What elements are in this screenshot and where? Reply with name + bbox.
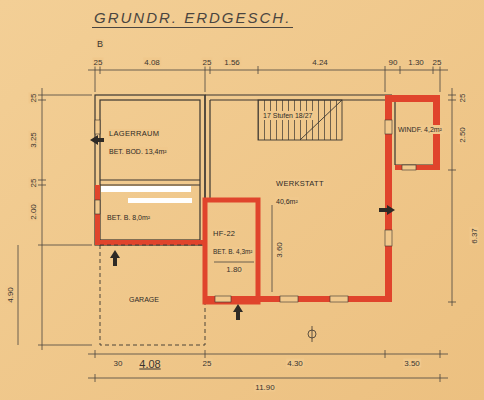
room-text: BET. B. 8,0m² — [106, 213, 151, 222]
room-text: WERKSTATT — [275, 179, 325, 188]
dimension-label: 90 — [388, 58, 399, 67]
dimension-label: 2.50 — [458, 126, 467, 144]
room-text: 17 Stufen 18/27 — [262, 111, 313, 120]
room-label: WINDF. 4,2m² — [397, 118, 443, 136]
room-label: GARAGE — [128, 288, 160, 306]
dimension-label: 3.50 — [403, 359, 421, 368]
dimension-label: 30 — [113, 359, 124, 368]
dimension-label: 4.90 — [6, 286, 15, 304]
room-text: GARAGE — [128, 295, 160, 304]
room-label: LAGERRAUM BET. BOD. 13,4m² — [108, 122, 168, 158]
dimension-label: 1.80 — [225, 265, 243, 274]
dimension-label: 4.24 — [311, 58, 329, 67]
dimension-label: 1.30 — [407, 58, 425, 67]
room-text: BET. BOD. 13,4m² — [108, 147, 168, 156]
dimension-label: 25 — [29, 93, 38, 104]
dimension-label: 11.90 — [254, 383, 275, 392]
room-label: 17 Stufen 18/27 — [262, 104, 313, 122]
room-label: WERKSTATT 40,6m² — [275, 172, 325, 208]
dimension-label: 4.08 — [143, 58, 161, 67]
dimension-label: 25 — [202, 359, 213, 368]
drawing-title: GRUNDR. ERDGESCH. — [92, 9, 293, 28]
dimension-label: 25 — [93, 58, 104, 67]
dimension-label: B — [96, 40, 104, 49]
dimension-label: 3.25 — [29, 131, 38, 149]
dimension-label: 1.56 — [223, 58, 241, 67]
dimension-label: 4.30 — [286, 359, 304, 368]
room-label: BET. B. 8,0m² — [106, 206, 151, 224]
room-text: WINDF. 4,2m² — [397, 125, 443, 134]
dimension-label: 25 — [29, 178, 38, 189]
room-text: 40,6m² — [275, 197, 299, 206]
dimension-label: 25 — [432, 58, 443, 67]
room-text: BET. B. 4,3m² — [212, 247, 253, 256]
dimension-label: 25 — [458, 93, 467, 104]
dimension-label: 6.37 — [470, 227, 479, 245]
dimension-label: 2.00 — [29, 203, 38, 221]
dimension-label: 4.08 — [138, 360, 161, 369]
room-text: HF-22 — [212, 229, 236, 238]
dimension-label: 3.60 — [275, 241, 284, 259]
room-text: LAGERRAUM — [108, 129, 160, 138]
dimension-label: 25 — [202, 58, 213, 67]
room-label: HF-22BET. B. 4,3m² — [212, 222, 253, 258]
